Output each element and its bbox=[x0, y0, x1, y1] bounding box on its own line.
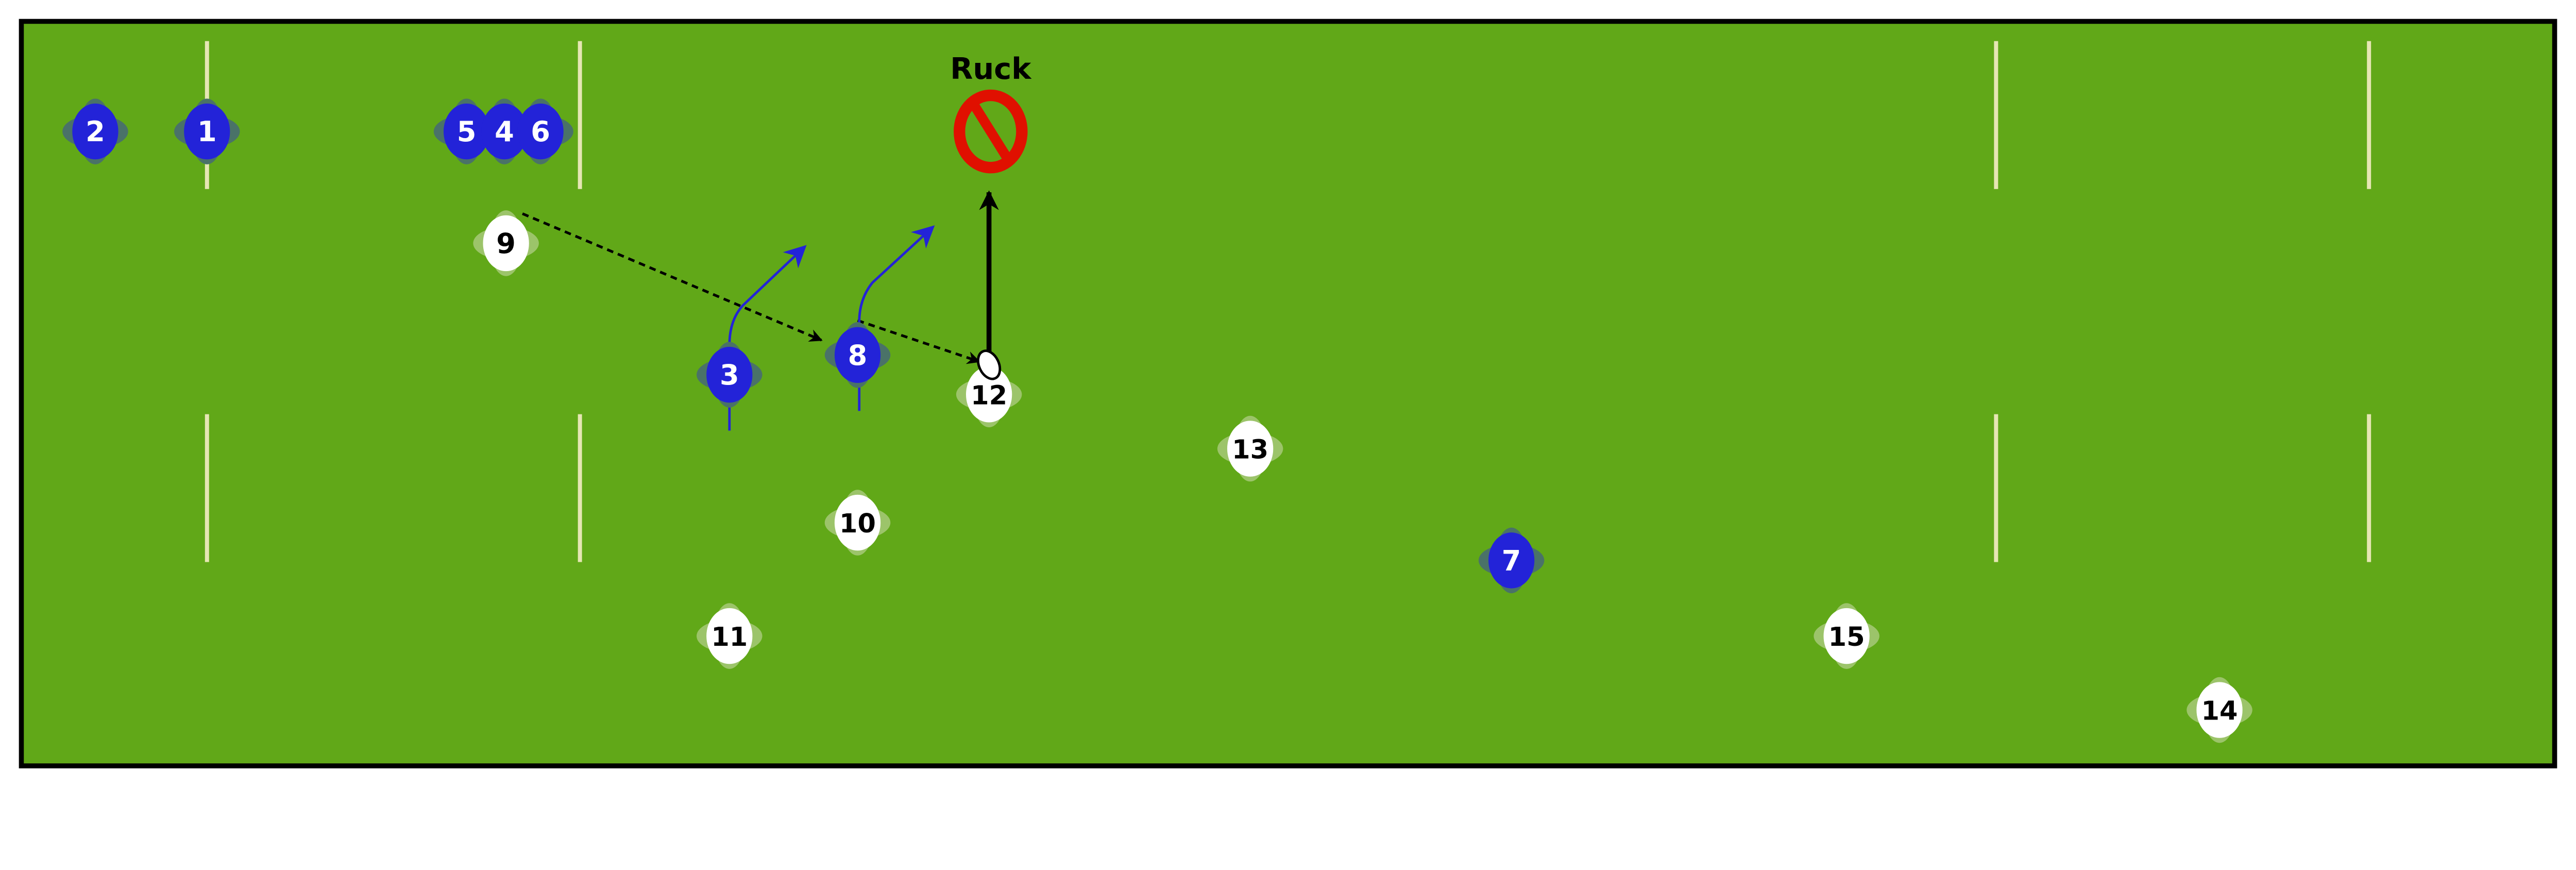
player-blue-4[interactable] bbox=[481, 103, 528, 160]
player-number: 2 bbox=[86, 115, 105, 148]
player-blue-1[interactable] bbox=[184, 103, 230, 160]
run-line-8 bbox=[858, 225, 935, 411]
no-entry-icon bbox=[954, 89, 1028, 174]
player-white-12[interactable] bbox=[966, 366, 1012, 423]
player-blue-6[interactable] bbox=[517, 103, 564, 160]
player-number: 13 bbox=[1232, 435, 1268, 465]
player-markers bbox=[72, 103, 2243, 738]
field bbox=[19, 19, 2557, 768]
player-number: 5 bbox=[457, 115, 477, 148]
field-lines bbox=[205, 41, 2371, 562]
player-number: 8 bbox=[848, 339, 868, 372]
player-white-13[interactable] bbox=[1227, 421, 1274, 477]
player-number: 6 bbox=[531, 115, 550, 148]
player-blue-3[interactable] bbox=[706, 346, 753, 403]
player-number: 4 bbox=[495, 115, 514, 148]
player-white-9[interactable] bbox=[483, 215, 529, 272]
player-number: 1 bbox=[197, 115, 217, 148]
pass-line-9-to-8 bbox=[522, 212, 823, 342]
player-number: 10 bbox=[839, 509, 876, 539]
player-blue-7[interactable] bbox=[1488, 532, 1535, 589]
player-number: 11 bbox=[711, 622, 748, 652]
player-number: 7 bbox=[1502, 545, 1521, 577]
player-blue-2[interactable] bbox=[72, 103, 118, 160]
ball-icon bbox=[977, 349, 1002, 380]
player-white-14[interactable] bbox=[2196, 682, 2243, 738]
movement-lines bbox=[522, 190, 999, 431]
ruck-label: Ruck bbox=[950, 52, 1032, 86]
player-number: 15 bbox=[1828, 622, 1865, 652]
player-white-10[interactable] bbox=[834, 494, 881, 551]
player-number: 9 bbox=[496, 227, 516, 260]
player-number: 3 bbox=[720, 359, 739, 391]
player-blue-5[interactable] bbox=[443, 103, 490, 160]
player-number: 14 bbox=[2201, 696, 2238, 727]
player-blue-8[interactable] bbox=[834, 327, 881, 383]
player-number: 12 bbox=[971, 380, 1007, 411]
pass-line-8-to-12 bbox=[857, 319, 980, 364]
player-white-15[interactable] bbox=[1823, 608, 1870, 664]
player-white-11[interactable] bbox=[706, 608, 753, 664]
